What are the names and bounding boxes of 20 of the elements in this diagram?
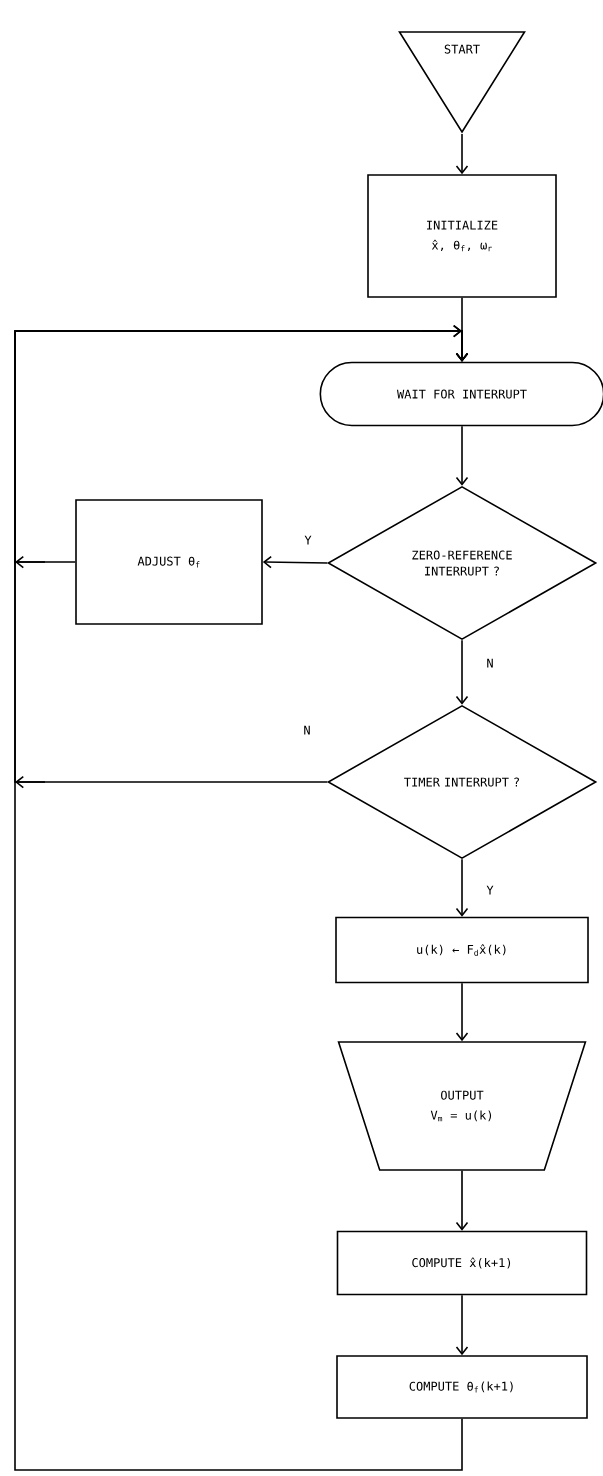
edge-label: N xyxy=(302,724,312,736)
edge-label: Y xyxy=(303,534,313,546)
process-box: COMPUTE x̂(k+1) xyxy=(336,1230,588,1296)
arrow xyxy=(455,1294,469,1356)
arrow xyxy=(455,425,469,486)
process-box: INITIALIZE x̂, θ$_{f}$, ω$_{r}$ xyxy=(367,174,557,298)
arrow xyxy=(455,982,469,1042)
output-trapezoid: OUTPUT V$_{m}$ = u(k) xyxy=(337,1041,587,1171)
process-box: ADJUST θ$_{f}$ xyxy=(75,499,263,625)
arrow xyxy=(455,1170,469,1231)
arrow xyxy=(262,555,328,569)
edge-label: N xyxy=(485,657,495,669)
process-box: u(k) ← F$_{d}$x̂(k) xyxy=(335,916,589,984)
arrow xyxy=(455,133,469,175)
terminal-box: WAIT FOR INTERRUPT xyxy=(319,361,603,427)
arrow xyxy=(14,330,469,1471)
process-box: COMPUTE θ$_{f}$(k+1) xyxy=(336,1355,588,1419)
arrow xyxy=(455,858,469,917)
arrow xyxy=(455,639,469,705)
edge-label: Y xyxy=(485,884,495,896)
